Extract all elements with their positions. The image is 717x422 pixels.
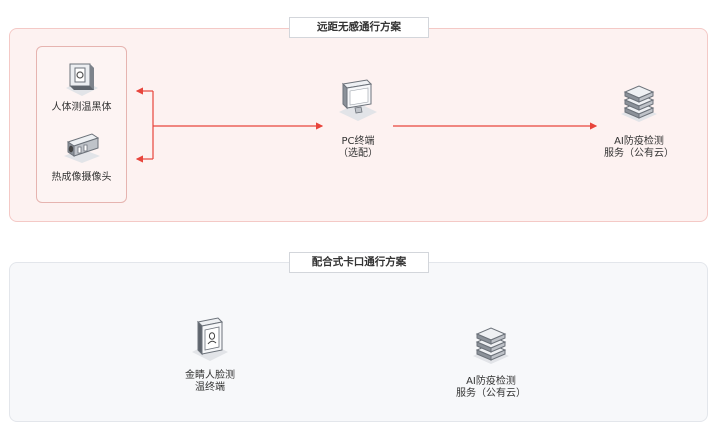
server-stack-icon [473, 327, 509, 364]
node-ai-service-1: AI防疫检测 服务（公有云） [598, 84, 680, 160]
thermal-camera-icon [63, 133, 100, 163]
face-kiosk-icon [192, 317, 228, 361]
node-ai-service-2: AI防疫检测 服务（公有云） [450, 326, 532, 400]
ai-service-2-label-line2: 服务（公有云） [456, 388, 526, 399]
ai-service-1-label-line2: 服务（公有云） [604, 148, 674, 159]
monitor-icon [339, 79, 377, 121]
panel-title-checkpoint: 配合式卡口通行方案 [289, 252, 429, 273]
node-blackbody: 人体测温黑体 [40, 56, 123, 114]
ai-service-2-label-line1: AI防疫检测 [466, 376, 516, 387]
ai-service-1-label-line1: AI防疫检测 [614, 136, 664, 147]
server-stack-icon [621, 85, 657, 122]
node-pc-terminal: PC终端 （选配） [325, 78, 391, 160]
pc-terminal-label-line1: PC终端 [341, 136, 375, 147]
panel-checkpoint [9, 262, 708, 422]
blackbody-label: 人体测温黑体 [51, 102, 112, 113]
pc-terminal-label-line2: （选配） [338, 148, 378, 159]
face-kiosk-label-line2: 温终端 [195, 382, 225, 393]
node-face-kiosk: 金睛人脸测 温终端 [176, 316, 244, 394]
face-kiosk-label-line1: 金睛人脸测 [185, 370, 235, 381]
blackbody-box-icon [65, 63, 98, 96]
panel-title-remote-contactless: 远距无感通行方案 [289, 17, 429, 38]
node-thermal-camera: 热成像摄像头 [40, 130, 123, 184]
thermal-camera-label: 热成像摄像头 [51, 172, 112, 183]
